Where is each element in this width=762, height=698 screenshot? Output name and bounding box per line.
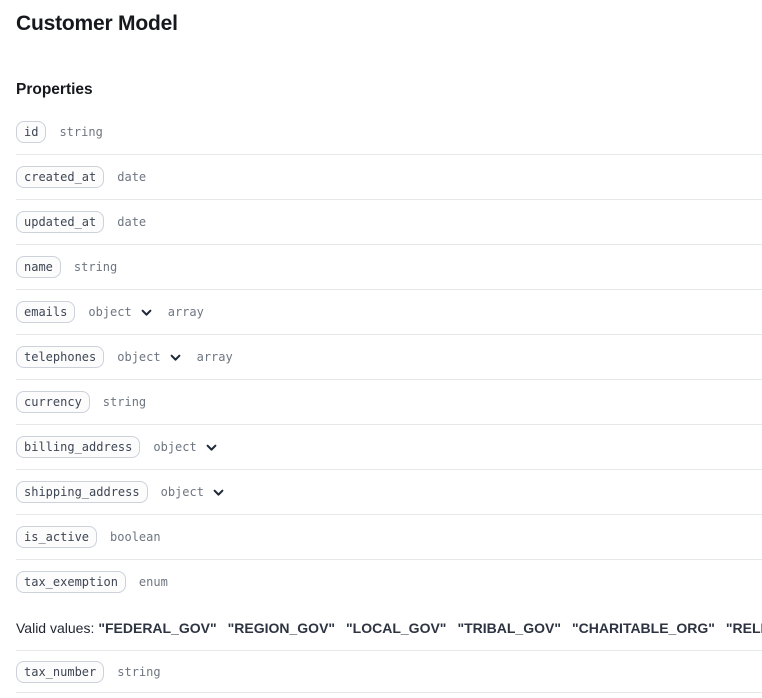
valid-value-token: "CHARITABLE_ORG" [571,620,715,636]
property-name-badge: tax_exemption [16,571,126,593]
property-type: string [102,395,147,409]
property-line: billing_address object [16,425,762,469]
property-row: name string [16,245,762,290]
property-type: object [160,485,204,499]
property-line: tax_exemption enum [16,560,762,604]
chevron-down-icon[interactable] [168,349,184,365]
property-type: string [59,125,103,139]
property-line: emails object array [16,290,762,334]
property-type: date [117,170,147,184]
property-line: id string [16,110,762,154]
property-row: created_at date [16,155,762,200]
property-row: emails object array [16,290,762,335]
property-row: is_active boolean [16,515,762,560]
property-name-badge: is_active [16,526,98,548]
valid-value-token: "RELIGIOUS_ORG" [725,620,762,636]
property-name-badge: emails [16,301,76,323]
property-line: is_active boolean [16,515,762,559]
property-type: object [88,305,132,319]
property-row: shipping_address object [16,470,762,515]
valid-values: Valid values:"FEDERAL_GOV" "REGION_GOV" "L… [16,618,762,638]
property-line: shipping_address object [16,470,762,514]
property-line: telephones object array [16,335,762,379]
property-type: array [196,350,233,364]
property-line: updated_at date [16,200,762,244]
property-name-badge: id [16,121,47,143]
valid-value-token: "FEDERAL_GOV" [98,620,217,636]
property-name-badge: created_at [16,166,105,188]
property-name-badge: updated_at [16,211,105,233]
property-name-badge: telephones [16,346,105,368]
valid-values-label: Valid values: [16,620,95,636]
property-name-badge: currency [16,391,90,413]
property-type: array [167,305,204,319]
property-type: date [117,215,147,229]
property-name-badge: tax_number [16,660,105,683]
property-type: boolean [110,530,161,544]
property-row: currency string [16,380,762,425]
chevron-down-icon[interactable] [211,484,227,500]
property-type: object [117,350,161,364]
property-type: string [117,664,161,679]
valid-value-token: "TRIBAL_GOV" [457,620,561,636]
properties-heading: Properties [16,81,93,98]
chevron-down-icon[interactable] [204,439,220,455]
property-line: name string [16,245,762,289]
property-type: object [153,440,197,454]
property-type: enum [138,575,168,589]
property-row: billing_address object [16,425,762,470]
valid-value-token: "LOCAL_GOV" [346,620,447,636]
property-row: updated_at date [16,200,762,245]
valid-value-token: "REGION_GOV" [227,620,336,636]
property-line: tax_number string [16,651,762,692]
property-row: tax_number string [16,651,762,693]
property-name-badge: name [16,256,61,278]
page-title: Customer Model [16,12,178,35]
property-line: created_at date [16,155,762,199]
property-row: telephones object array [16,335,762,380]
property-row: id string [16,110,762,155]
property-name-badge: billing_address [16,436,141,458]
property-name-badge: shipping_address [16,481,148,503]
property-line: currency string [16,380,762,424]
chevron-down-icon[interactable] [139,304,155,320]
property-type: string [73,260,118,274]
